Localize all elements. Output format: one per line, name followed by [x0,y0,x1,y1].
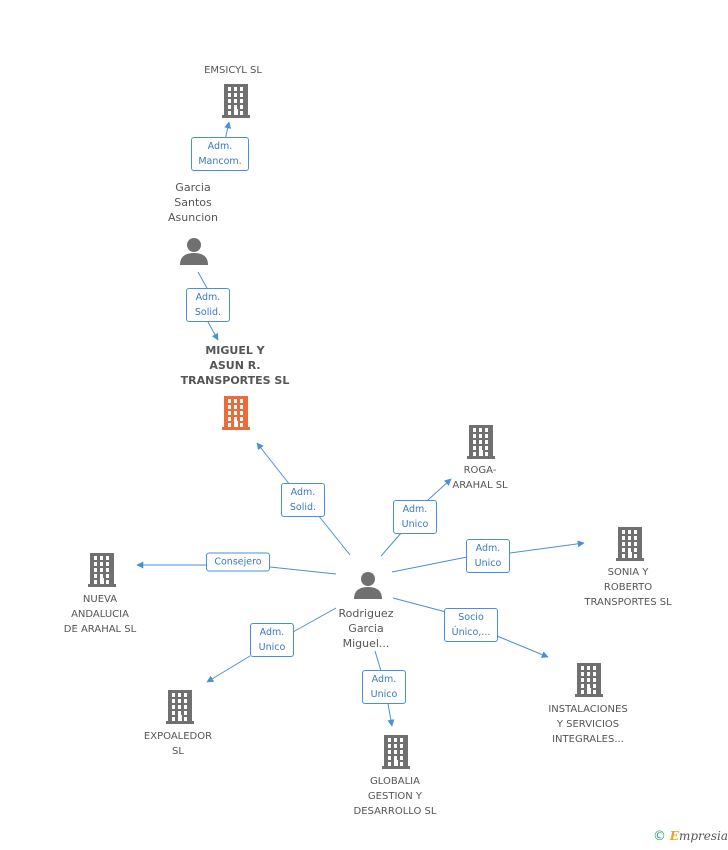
edge-rod-expo-a [292,607,337,633]
node-label-sonia[interactable]: SONIA Y ROBERTO TRANSPORTES SL [584,567,672,608]
edge-rod-expo-b [206,655,251,683]
copyright-symbol: © [652,829,666,844]
node-label-instalaciones[interactable]: INSTALACIONES Y SERVICIOS INTEGRALES... [548,704,628,745]
edge-rod-globalia-a [374,650,382,672]
edge-label-rod-sonia: Adm. Unico [466,539,510,573]
edge-rod-roga-a [380,531,403,557]
brand-logo: Empresia [669,829,728,843]
edge-rod-sonia-a [391,556,468,573]
edge-label-garcia-emsicyl: Adm. Mancom. [191,137,249,171]
node-label-main-company[interactable]: MIGUEL Y ASUN R. TRANSPORTES SL [180,344,290,387]
edge-label-rod-roga: Adm. Unico [393,500,437,534]
building-icon-expoaledor[interactable] [166,690,194,724]
edge-label-rod-main: Adm. Solid. [281,483,325,517]
building-icon-nueva[interactable] [88,553,116,587]
building-icon-emsicyl[interactable] [222,84,250,118]
nodes-layer [88,84,644,769]
edge-label-rod-globalia: Adm. Unico [362,670,406,704]
footer-brand: © Empresia [653,829,728,844]
edge-rod-main-a [317,514,351,556]
person-icon-rodriguez[interactable] [354,572,382,599]
node-label-emsicyl[interactable]: EMSICYL SL [204,65,262,76]
building-icon-globalia[interactable] [382,735,410,769]
node-label-nueva[interactable]: NUEVA ANDALUCIA DE ARAHAL SL [63,594,137,635]
node-label-garcia[interactable]: Garcia Santos Asuncion [167,181,219,224]
edge-rod-instal-a [392,597,447,613]
edge-label-garcia-main: Adm. Solid. [186,288,230,322]
node-label-roga[interactable]: ROGA- ARAHAL SL [452,465,508,491]
edge-rod-main-b [256,442,291,486]
edges-layer [136,121,585,727]
edge-garcia-main-b [207,321,219,341]
edge-rod-roga-b [427,478,452,501]
node-label-globalia[interactable]: GLOBALIA GESTION Y DESARROLLO SL [353,776,437,817]
building-icon-main-company[interactable] [222,396,250,430]
edge-rod-globalia-b [387,703,395,727]
node-label-expoaledor[interactable]: EXPOALEDOR SL [143,731,213,757]
building-icon-roga[interactable] [467,425,495,459]
building-icon-instalaciones[interactable] [575,663,603,697]
building-icon-sonia[interactable] [616,527,644,561]
edge-label-rod-nueva: Consejero [206,552,270,572]
edge-label-rod-instalaciones: Socio Único,... [444,608,498,642]
edge-label-rod-expoaledor: Adm. Unico [250,623,294,657]
edge-garcia-main-a [197,271,209,291]
edge-rod-nueva-a [269,566,337,575]
edge-rod-instal-b [496,635,549,658]
person-icon-garcia[interactable] [180,238,208,265]
edge-rod-sonia-b [509,540,585,554]
node-label-rodriguez[interactable]: Rodriguez Garcia Miguel... [338,607,394,650]
